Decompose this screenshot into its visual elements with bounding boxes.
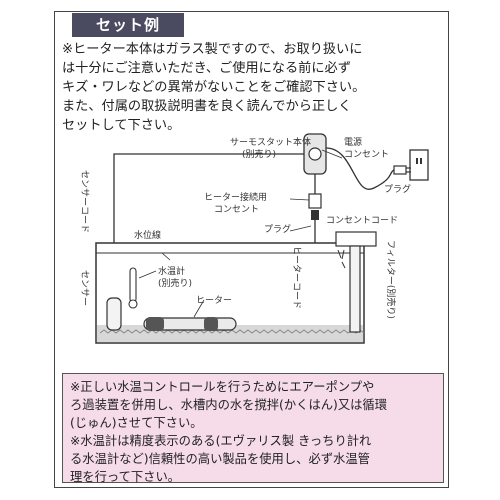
outlet-slot (420, 158, 422, 164)
sensor-probe (106, 297, 122, 331)
intro-caution-text: ※ヒーター本体はガラス製ですので、お取り扱いに は十分にご注意いただき、ご使用に… (62, 40, 442, 135)
notes-box (62, 373, 444, 483)
leader-line (138, 270, 157, 279)
label-thermostat: サーモスタット本体 (230, 136, 311, 148)
intro-line: ※ヒーター本体はガラス製ですので、お取り扱いに (62, 42, 363, 57)
leader-line (289, 198, 310, 201)
wall-outlet (409, 149, 429, 181)
label-plug-mid: プラグ (264, 223, 291, 235)
filter-head (335, 231, 377, 247)
note-line: ろ過装置を併用し、水槽内の水を撹拌(かくはん)又は循環 (70, 398, 388, 412)
label-heater: ヒーター (196, 295, 232, 306)
plug-top-icon (393, 165, 407, 175)
leader-line (321, 149, 343, 159)
label-filter: フィルター(別売り) (385, 240, 397, 319)
intro-line: また、付属の取扱説明書を良く読んでから正しく (62, 99, 352, 114)
label-heater-outlet-2: コンセント (214, 204, 259, 215)
section-title: セット例 (72, 13, 184, 37)
thermometer-bulb (128, 299, 138, 309)
setup-diagram: サーモスタット本体 (別売り) 電源 コンセント プラグ ヒーター接続用 コンセ… (79, 133, 429, 344)
filter-outflow-icon (337, 249, 346, 269)
label-outlet-cord: コンセントコード (326, 215, 398, 226)
outlet-slot (416, 158, 418, 164)
leader-line (161, 252, 171, 261)
plug-mid-icon (311, 210, 319, 220)
label-power-outlet: コンセント (344, 149, 389, 160)
note-line: ※正しい水温コントロールを行うためにエアーポンプや (70, 380, 375, 394)
filter-intake-pipe (349, 245, 361, 333)
note-line: る水温計など)信頼性の高い製品を使用し、必ず水温管 (70, 452, 370, 466)
leader-line (289, 225, 312, 232)
note-line: 理を行って下さい。 (70, 470, 181, 484)
label-sensor: センサー (79, 270, 90, 306)
leader-line (193, 299, 205, 318)
label-power: 電源 (344, 137, 362, 148)
intro-line: セットして下さい。 (62, 118, 181, 133)
label-heater-cord: ヒーターコード (291, 246, 302, 309)
label-plug-top: プラグ (384, 183, 411, 195)
heater-cap-left (146, 317, 164, 331)
label-thermostat-sold: (別売り) (242, 148, 276, 160)
label-thermometer: 水温計 (158, 265, 185, 277)
note-line: ※水温計は精度表示のある(エヴァリス製 きっちり計れ (70, 434, 372, 448)
heater-outlet-icon (308, 193, 322, 209)
label-heater-outlet: ヒーター接続用 (204, 191, 267, 203)
intro-line: キズ・ワレなどの異常がないことをご確認下さい。 (62, 80, 366, 95)
power-cord (325, 147, 395, 190)
label-sensor-cord: センサーコード (79, 170, 90, 233)
heater-cap-right (204, 317, 218, 331)
note-line: (じゅん)させて下さい。 (70, 416, 203, 430)
thermostat-dial-icon (308, 147, 322, 161)
label-thermometer-sold: (別売り) (158, 277, 192, 289)
intro-line: は十分にご注意いただき、ご使用になる前に必ず (62, 61, 351, 76)
thermometer-icon (129, 267, 137, 303)
label-water-level: 水位線 (134, 229, 161, 241)
